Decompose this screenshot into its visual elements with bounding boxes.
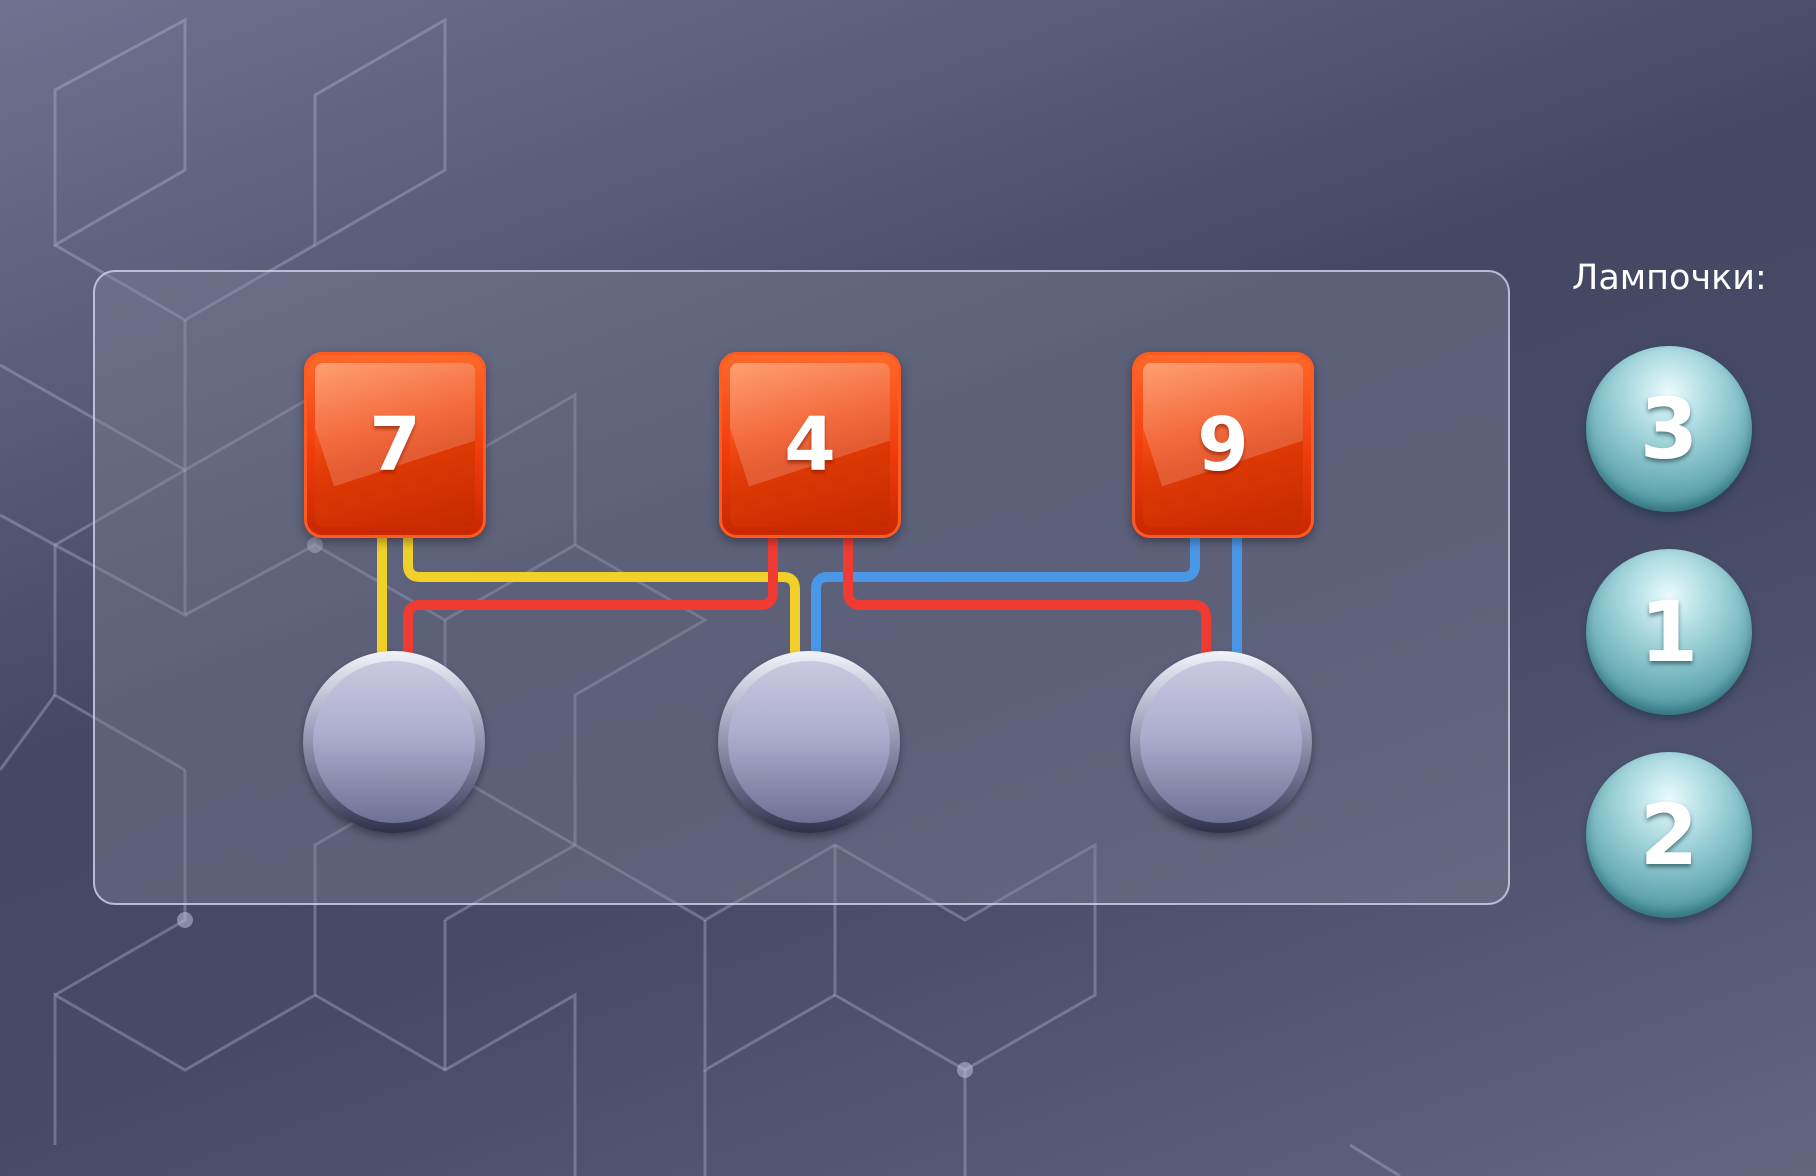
circuit-board: 7 4 9: [93, 270, 1510, 905]
switch-2[interactable]: 4: [719, 352, 901, 538]
lamp-glass: [313, 661, 475, 823]
bulb-option-3[interactable]: 2: [1586, 752, 1752, 918]
lamp-1: [303, 651, 485, 833]
switch-label: 4: [784, 402, 836, 488]
switch-face: 7: [315, 363, 475, 527]
bulb-option-2[interactable]: 1: [1586, 549, 1752, 715]
switch-1[interactable]: 7: [304, 352, 486, 538]
bulb-label: 1: [1639, 583, 1699, 681]
switch-label: 9: [1197, 402, 1249, 488]
switch-label: 7: [369, 402, 421, 488]
lamp-3: [1130, 651, 1312, 833]
lamp-glass: [728, 661, 890, 823]
bulb-option-1[interactable]: 3: [1586, 346, 1752, 512]
wires: [377, 532, 1242, 659]
switch-face: 4: [730, 363, 890, 527]
wire-yellow-switch1-lamp2: [403, 532, 800, 659]
bulb-label: 2: [1639, 786, 1699, 884]
wire-blue-switch3-lamp2: [811, 532, 1200, 659]
bulb-label: 3: [1639, 380, 1699, 478]
lamp-2: [718, 651, 900, 833]
wire-red-switch2-lamp1: [403, 532, 778, 659]
lamp-glass: [1140, 661, 1302, 823]
bulbs-legend-title: Лампочки:: [1572, 258, 1767, 298]
wire-red-switch2-lamp3: [843, 532, 1211, 659]
switch-face: 9: [1143, 363, 1303, 527]
switch-3[interactable]: 9: [1132, 352, 1314, 538]
